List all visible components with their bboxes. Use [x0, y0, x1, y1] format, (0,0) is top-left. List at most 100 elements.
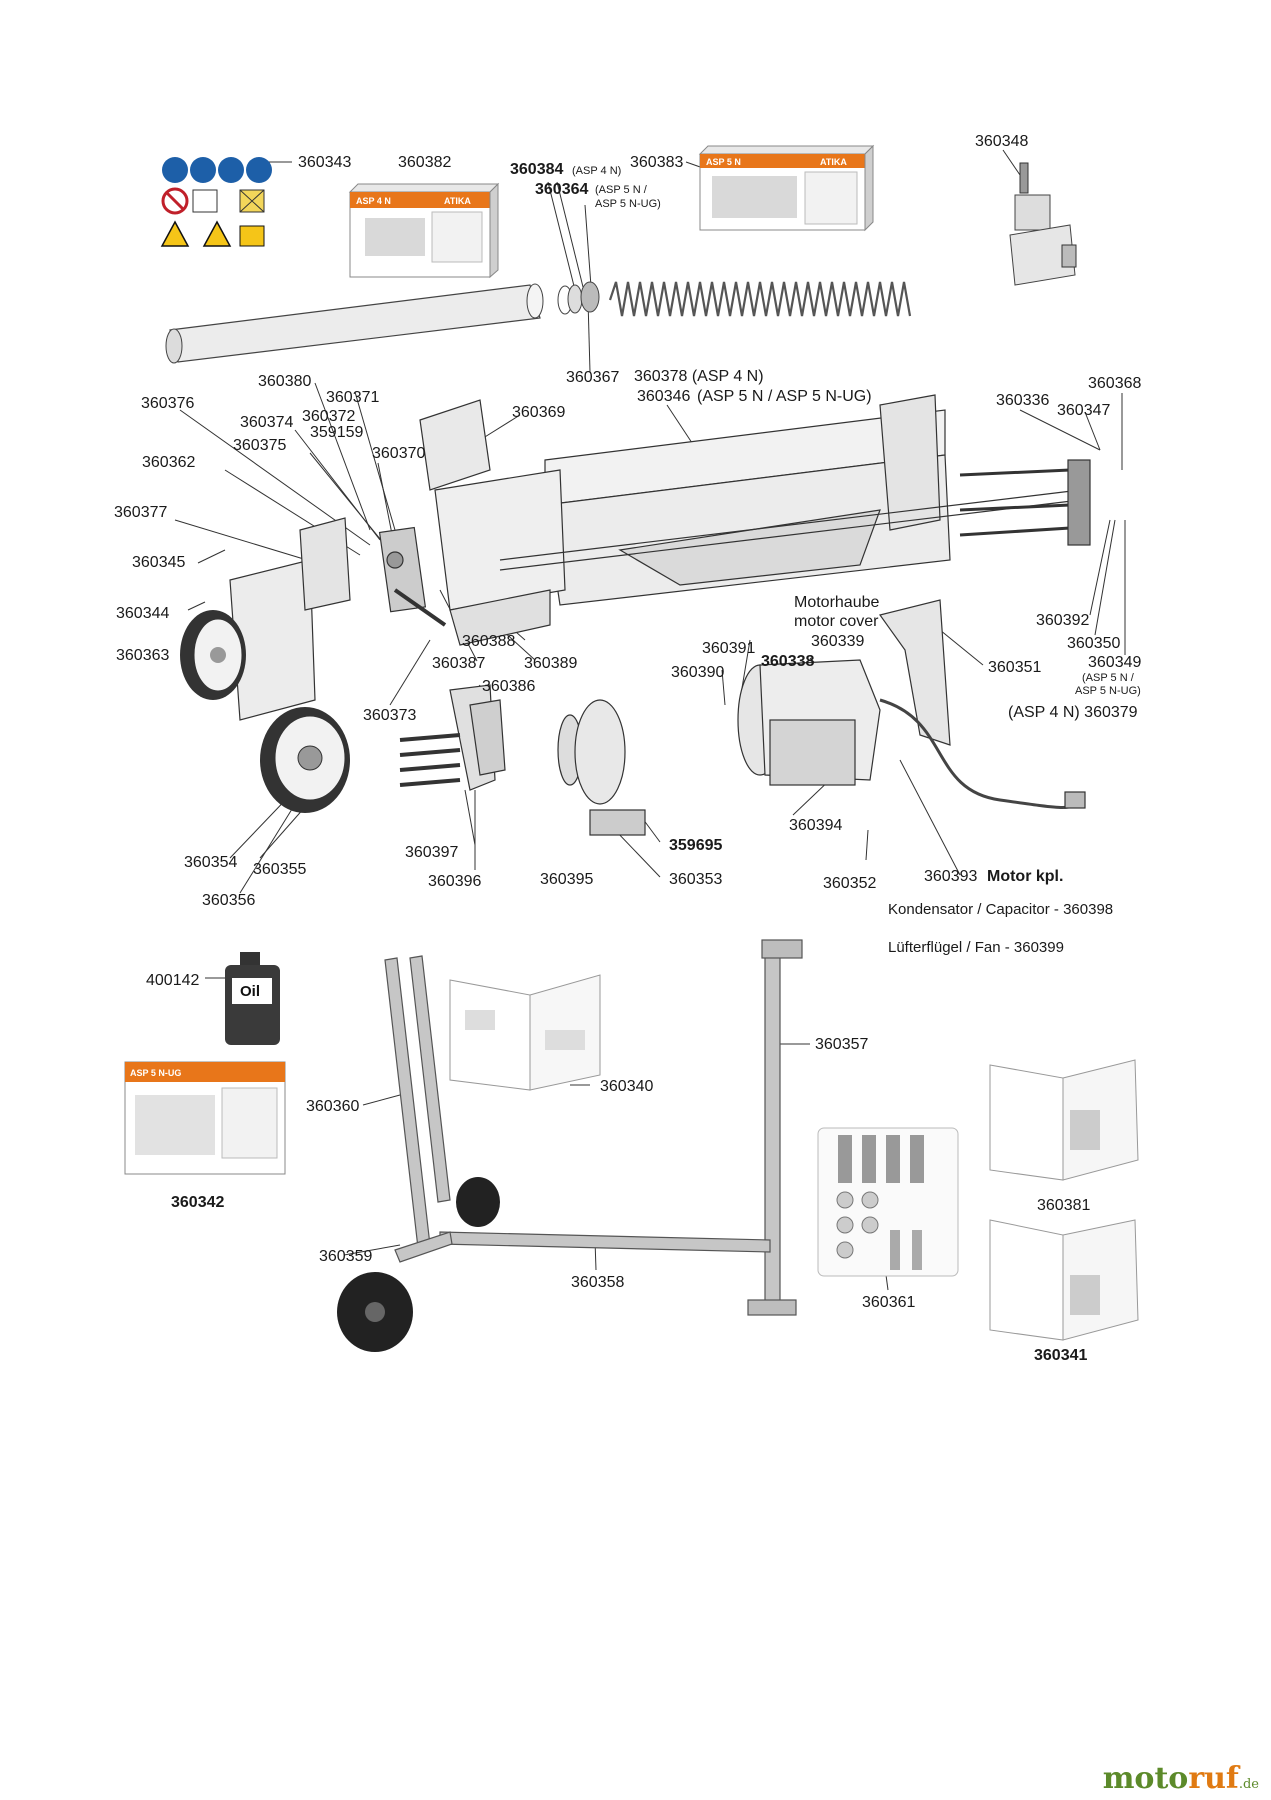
- part-label-360343: 360343: [298, 154, 352, 171]
- part-label-360357: 360357: [815, 1036, 869, 1053]
- gearbox-360397: [399, 684, 506, 791]
- box-brand-label: ATIKA: [444, 196, 471, 206]
- warning-labels-sheet: [160, 157, 272, 247]
- motor-cover-label-de: Motorhaube: [794, 594, 880, 611]
- box-asp5nug-label: ASP 5 N-UG: [130, 1068, 181, 1078]
- part-label-360361: 360361: [862, 1294, 916, 1311]
- part-note-360364-2: ASP 5 N-UG): [595, 198, 661, 210]
- leaflet-360340: [449, 974, 601, 1091]
- part-label-360368: 360368: [1088, 375, 1142, 392]
- part-label-360390: 360390: [671, 664, 725, 681]
- screw-set-360361: [817, 1127, 959, 1277]
- part-label-360362: 360362: [142, 454, 196, 471]
- return-spring: [608, 281, 912, 317]
- oil-label: Oil: [240, 983, 260, 1000]
- part-label-360344: 360344: [116, 605, 170, 622]
- box-brand-label-2: ATIKA: [820, 157, 847, 167]
- motor-complete-label: Motor kpl.: [987, 868, 1064, 885]
- part-label-360356: 360356: [202, 892, 256, 909]
- box-asp4n-label: ASP 4 N: [356, 196, 391, 206]
- part-label-360355: 360355: [253, 861, 307, 878]
- part-label-360347: 360347: [1057, 402, 1111, 419]
- part-note-360349-1: (ASP 5 N /: [1082, 672, 1134, 684]
- box-asp-4n: ASP 4 N ATIKA: [348, 182, 500, 279]
- part-label-359695: 359695: [669, 837, 723, 854]
- left-assembly: [229, 517, 447, 721]
- part-label-359159: 359159: [310, 424, 364, 441]
- flange-360395: [557, 699, 646, 836]
- part-label-360371: 360371: [326, 389, 380, 406]
- part-label-360350: 360350: [1067, 635, 1121, 652]
- part-label-360378: 360378 (ASP 4 N): [634, 368, 764, 385]
- part-label-360363: 360363: [116, 647, 170, 664]
- part-label-360387: 360387: [432, 655, 486, 672]
- part-label-360342: 360342: [171, 1194, 225, 1211]
- part-label-360348: 360348: [975, 133, 1029, 150]
- part-label-360367: 360367: [566, 369, 620, 386]
- part-label-360395: 360395: [540, 871, 594, 888]
- part-label-360359: 360359: [319, 1248, 373, 1265]
- stand-wheel-360359: [337, 1272, 413, 1352]
- stand: [384, 939, 803, 1316]
- part-label-360391: 360391: [702, 640, 756, 657]
- motoruf-logo: motoruf.de: [1102, 1761, 1259, 1796]
- part-note-360384: (ASP 4 N): [572, 165, 622, 177]
- part-label-360353: 360353: [669, 871, 723, 888]
- motor-360393: [737, 659, 1086, 809]
- part-label-360370: 360370: [372, 445, 426, 462]
- part-label-360373: 360373: [363, 707, 417, 724]
- part-label-360360: 360360: [306, 1098, 360, 1115]
- rings-360384: [557, 281, 600, 315]
- part-label-360339: 360339: [811, 633, 865, 650]
- part-label-360346: 360346: [637, 388, 691, 405]
- part-label-360384: 360384: [510, 161, 564, 178]
- part-label-360380: 360380: [258, 373, 312, 390]
- part-label-360351: 360351: [988, 659, 1042, 676]
- motor-cover-360339: [878, 599, 951, 746]
- wheel-360356: [260, 707, 350, 813]
- part-label-360381: 360381: [1037, 1197, 1091, 1214]
- part-label-360374: 360374: [240, 414, 294, 431]
- part-label-360386: 360386: [482, 678, 536, 695]
- part-label-360336: 360336: [996, 392, 1050, 409]
- part-label-360354: 360354: [184, 854, 238, 871]
- part-label-360382: 360382: [398, 154, 452, 171]
- manual-360341: [989, 1219, 1139, 1341]
- bracket-360348: [1009, 162, 1077, 286]
- box-asp-5n: ASP 5 N ATIKA: [698, 144, 875, 232]
- part-label-360389: 360389: [524, 655, 578, 672]
- part-note-360346: (ASP 5 N / ASP 5 N-UG): [697, 388, 872, 405]
- part-label-360383: 360383: [630, 154, 684, 171]
- part-label-400142: 400142: [146, 972, 200, 989]
- cylinder-tube: [165, 283, 544, 364]
- part-label-360379: (ASP 4 N) 360379: [1008, 704, 1138, 721]
- part-label-360372: 360372: [302, 408, 356, 425]
- fan-note: Lüfterflügel / Fan - 360399: [888, 939, 1064, 956]
- part-label-360397: 360397: [405, 844, 459, 861]
- stand-wheel-back: [456, 1177, 500, 1227]
- part-label-360352: 360352: [823, 875, 877, 892]
- part-label-360345: 360345: [132, 554, 186, 571]
- part-label-360394: 360394: [789, 817, 843, 834]
- wheel-360363: [180, 610, 246, 700]
- part-label-360393: 360393: [924, 868, 978, 885]
- part-label-360338: 360338: [761, 653, 815, 670]
- box-asp-5n-ug: ASP 5 N-UG: [124, 1061, 286, 1175]
- part-label-360364: 360364: [535, 181, 589, 198]
- part-label-360396: 360396: [428, 873, 482, 890]
- manual-360381: [989, 1059, 1139, 1181]
- part-label-360340: 360340: [600, 1078, 654, 1095]
- part-label-360349: 360349: [1088, 654, 1142, 671]
- box-asp5n-label: ASP 5 N: [706, 157, 741, 167]
- splitter-frame: [419, 394, 1091, 646]
- part-label-360341: 360341: [1034, 1347, 1088, 1364]
- part-label-360376: 360376: [141, 395, 195, 412]
- oil-bottle-400142: Oil: [225, 952, 280, 1045]
- part-note-360364-1: (ASP 5 N /: [595, 184, 647, 196]
- part-label-360377: 360377: [114, 504, 168, 521]
- part-label-360375: 360375: [233, 437, 287, 454]
- part-label-360358: 360358: [571, 1274, 625, 1291]
- part-label-360392: 360392: [1036, 612, 1090, 629]
